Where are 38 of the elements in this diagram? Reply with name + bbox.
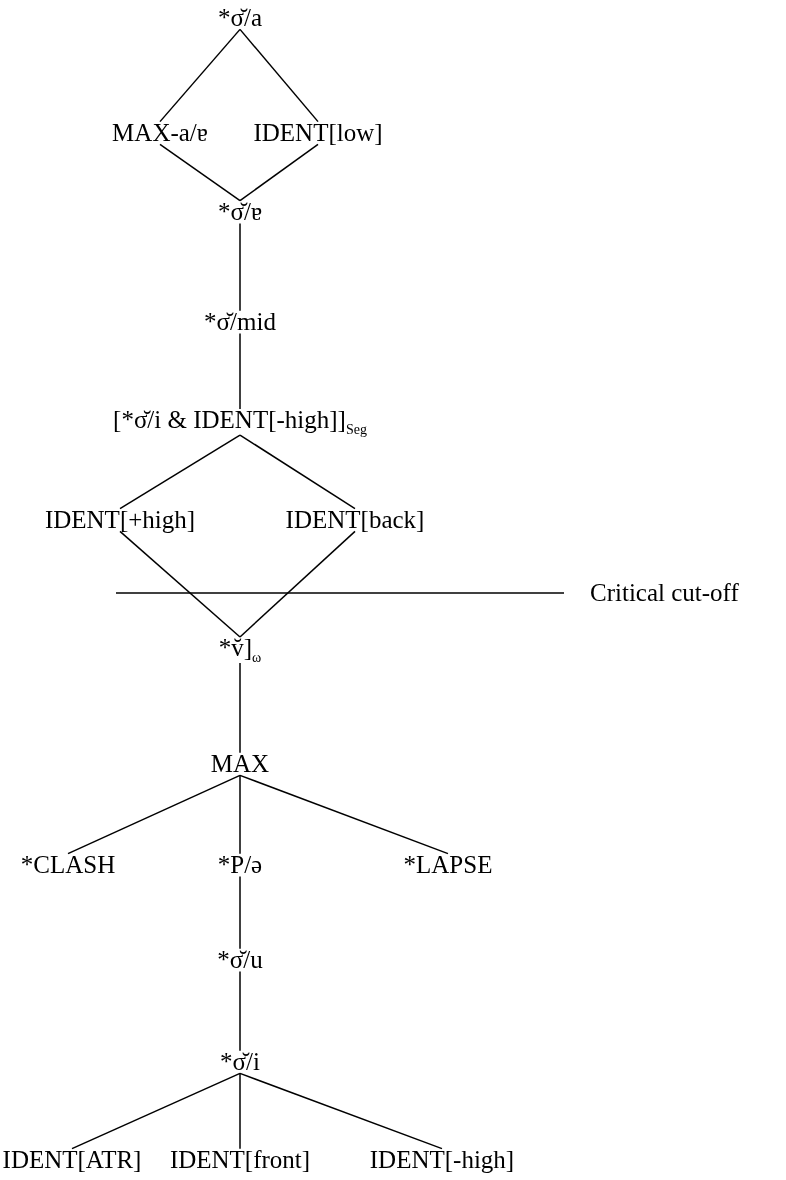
ranking-line — [239, 970, 241, 1052]
constraint-text: *σ̆/mid — [204, 307, 276, 337]
constraint-text: *σ̆/ɐ — [218, 197, 262, 227]
constraint-text: IDENT[-high] — [369, 1145, 515, 1175]
constraint-text: IDENT[front] — [169, 1145, 311, 1175]
constraint-text: IDENT[low] — [253, 118, 383, 148]
ranking-line — [239, 28, 319, 123]
constraint-text: IDENT[ATR] — [2, 1145, 142, 1175]
constraint-text: *LAPSE — [403, 850, 493, 880]
ranking-line — [159, 143, 241, 202]
ranking-line — [239, 774, 241, 855]
constraint-text: *σ̆/a — [218, 3, 262, 33]
constraint-text: [*σ̆/i & IDENT[-high]]$_{Seg}$ — [113, 405, 367, 439]
constraint-text: IDENT[back] — [285, 505, 425, 535]
ranking-line — [239, 1072, 241, 1150]
ranking-line — [239, 530, 356, 638]
constraint-text: *P/ə — [217, 850, 263, 880]
constraint-text: *CLASH — [20, 850, 116, 880]
ranking-line — [71, 1072, 241, 1150]
constraint-text: MAX — [210, 749, 270, 779]
constraint-text: MAX-a/ɐ — [112, 118, 208, 148]
ranking-line — [159, 28, 241, 123]
ranking-line — [119, 434, 241, 510]
ranking-line — [239, 662, 241, 754]
constraint-text: IDENT[+high] — [44, 505, 196, 535]
ranking-line — [239, 1072, 443, 1150]
constraint-text: *σ̆/i — [220, 1047, 260, 1077]
constraint-text: *v̆]$_{ω}$ — [218, 633, 262, 667]
cutoff-label: Critical cut-off — [590, 579, 739, 607]
ranking-line — [239, 143, 319, 202]
ranking-line — [239, 774, 449, 855]
ranking-line — [239, 434, 356, 510]
ranking-line — [119, 530, 241, 638]
ranking-line — [239, 875, 241, 950]
ranking-line — [239, 222, 241, 312]
ranking-line — [239, 332, 241, 410]
constraint-text: *σ̆/u — [217, 945, 263, 975]
ranking-line — [67, 774, 241, 855]
